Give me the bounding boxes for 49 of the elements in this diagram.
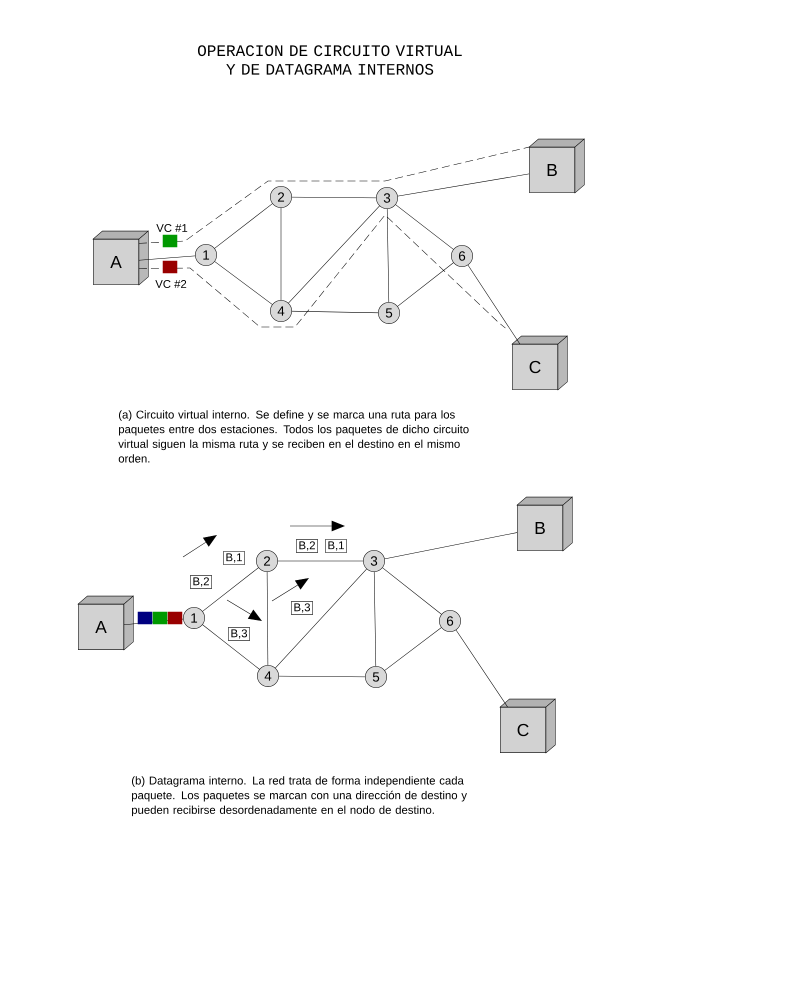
link-line: [138, 256, 196, 260]
switch-node: 2: [256, 550, 278, 572]
packet-label: B,3: [291, 601, 313, 615]
caption: (b) Datagrama interno. La red trata de forma independiente cada paquete. Los paquetes se marcan con una dirección de destino y pueden recibirse desordenadamente en el nodo de destino.: [132, 776, 467, 816]
circuit-label: VC #1: [156, 224, 188, 232]
link-line: [292, 310, 378, 314]
link-line: [397, 262, 454, 307]
virtual-circuit-path: [138, 214, 506, 328]
link-line: [275, 568, 367, 668]
link-line: [386, 208, 390, 302]
circuit-label: VC #2: [155, 280, 186, 288]
packet-label: B,2: [190, 575, 212, 589]
packet-label: B,1: [223, 551, 245, 565]
link-line: [278, 676, 366, 678]
virtual-circuit-path: [138, 146, 530, 244]
link-line: [214, 203, 273, 249]
link-line: [214, 261, 272, 305]
link-line: [278, 560, 364, 562]
packet-label: B,1: [325, 539, 347, 553]
switch-node: 2: [270, 186, 292, 208]
link-line: [384, 532, 518, 560]
link-line: [456, 630, 508, 708]
link-line: [374, 572, 376, 666]
link-line: [288, 206, 380, 304]
caption: (a) Circuito virtual interno. Se define y se marca una ruta para los paquetes entre dos estaciones. Todos los paquetes de dicho circuito virtual siguen la misma ruta y se reciben en el destino en el mismo orden.: [118, 410, 469, 463]
link-line: [202, 567, 259, 612]
link-line: [124, 618, 184, 626]
link-line: [384, 627, 442, 671]
title: OPERACION DE CIRCUITO VIRTUAL Y DE DATAGRAMA INTERNOS: [198, 45, 462, 75]
switch-node: 5: [365, 666, 387, 688]
switch-node: 3: [363, 550, 385, 572]
link-line: [202, 624, 260, 670]
switch-node: 4: [257, 665, 279, 687]
link-line: [280, 208, 282, 300]
switch-node: 4: [270, 300, 292, 322]
switch-node: 1: [195, 244, 217, 266]
packet-label: B,2: [296, 539, 318, 553]
switch-node: 6: [451, 245, 473, 267]
switch-node: 1: [183, 607, 205, 629]
link-line: [395, 204, 454, 250]
switch-node: 6: [439, 610, 461, 632]
link-line: [398, 174, 530, 196]
link-line: [468, 264, 520, 344]
switch-node: 3: [376, 187, 398, 209]
switch-node: 5: [378, 302, 400, 324]
packet-label: B,3: [228, 627, 250, 641]
link-line: [382, 568, 442, 614]
link-line: [292, 196, 376, 198]
link-line: [266, 572, 268, 666]
